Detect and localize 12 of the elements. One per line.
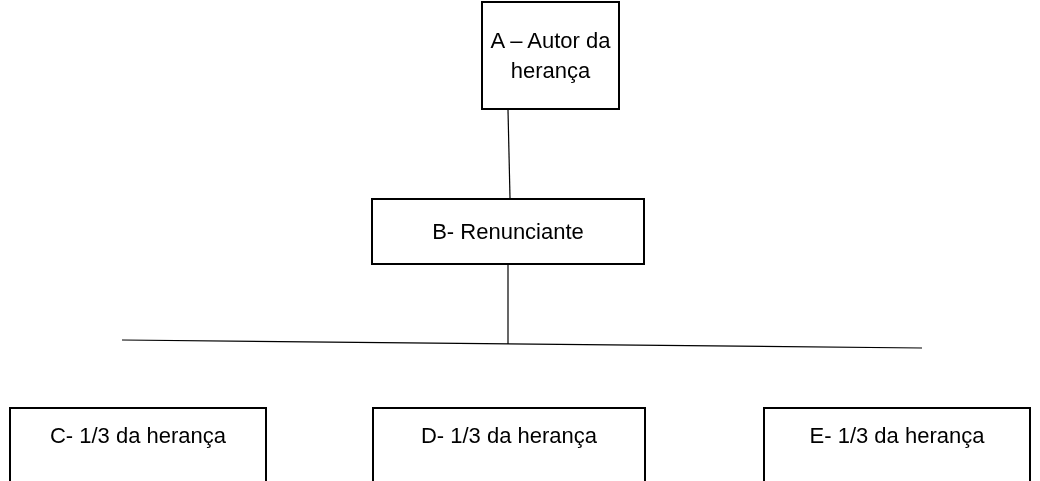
node-text: B- Renunciante: [432, 217, 584, 246]
node-text: E- 1/3 da herança: [809, 422, 985, 450]
text-box: [481, 1, 620, 110]
text-box: [371, 198, 645, 265]
text-box: [9, 407, 267, 481]
node-text: D- 1/3 da herança: [420, 422, 598, 450]
text-box: [372, 407, 646, 481]
connector-line: [507, 109, 511, 199]
node-text: C- 1/3 da herança: [49, 422, 227, 450]
node-text: A – Autor da herança: [489, 26, 612, 85]
connector-line: [507, 264, 509, 345]
text-box: [763, 407, 1031, 481]
